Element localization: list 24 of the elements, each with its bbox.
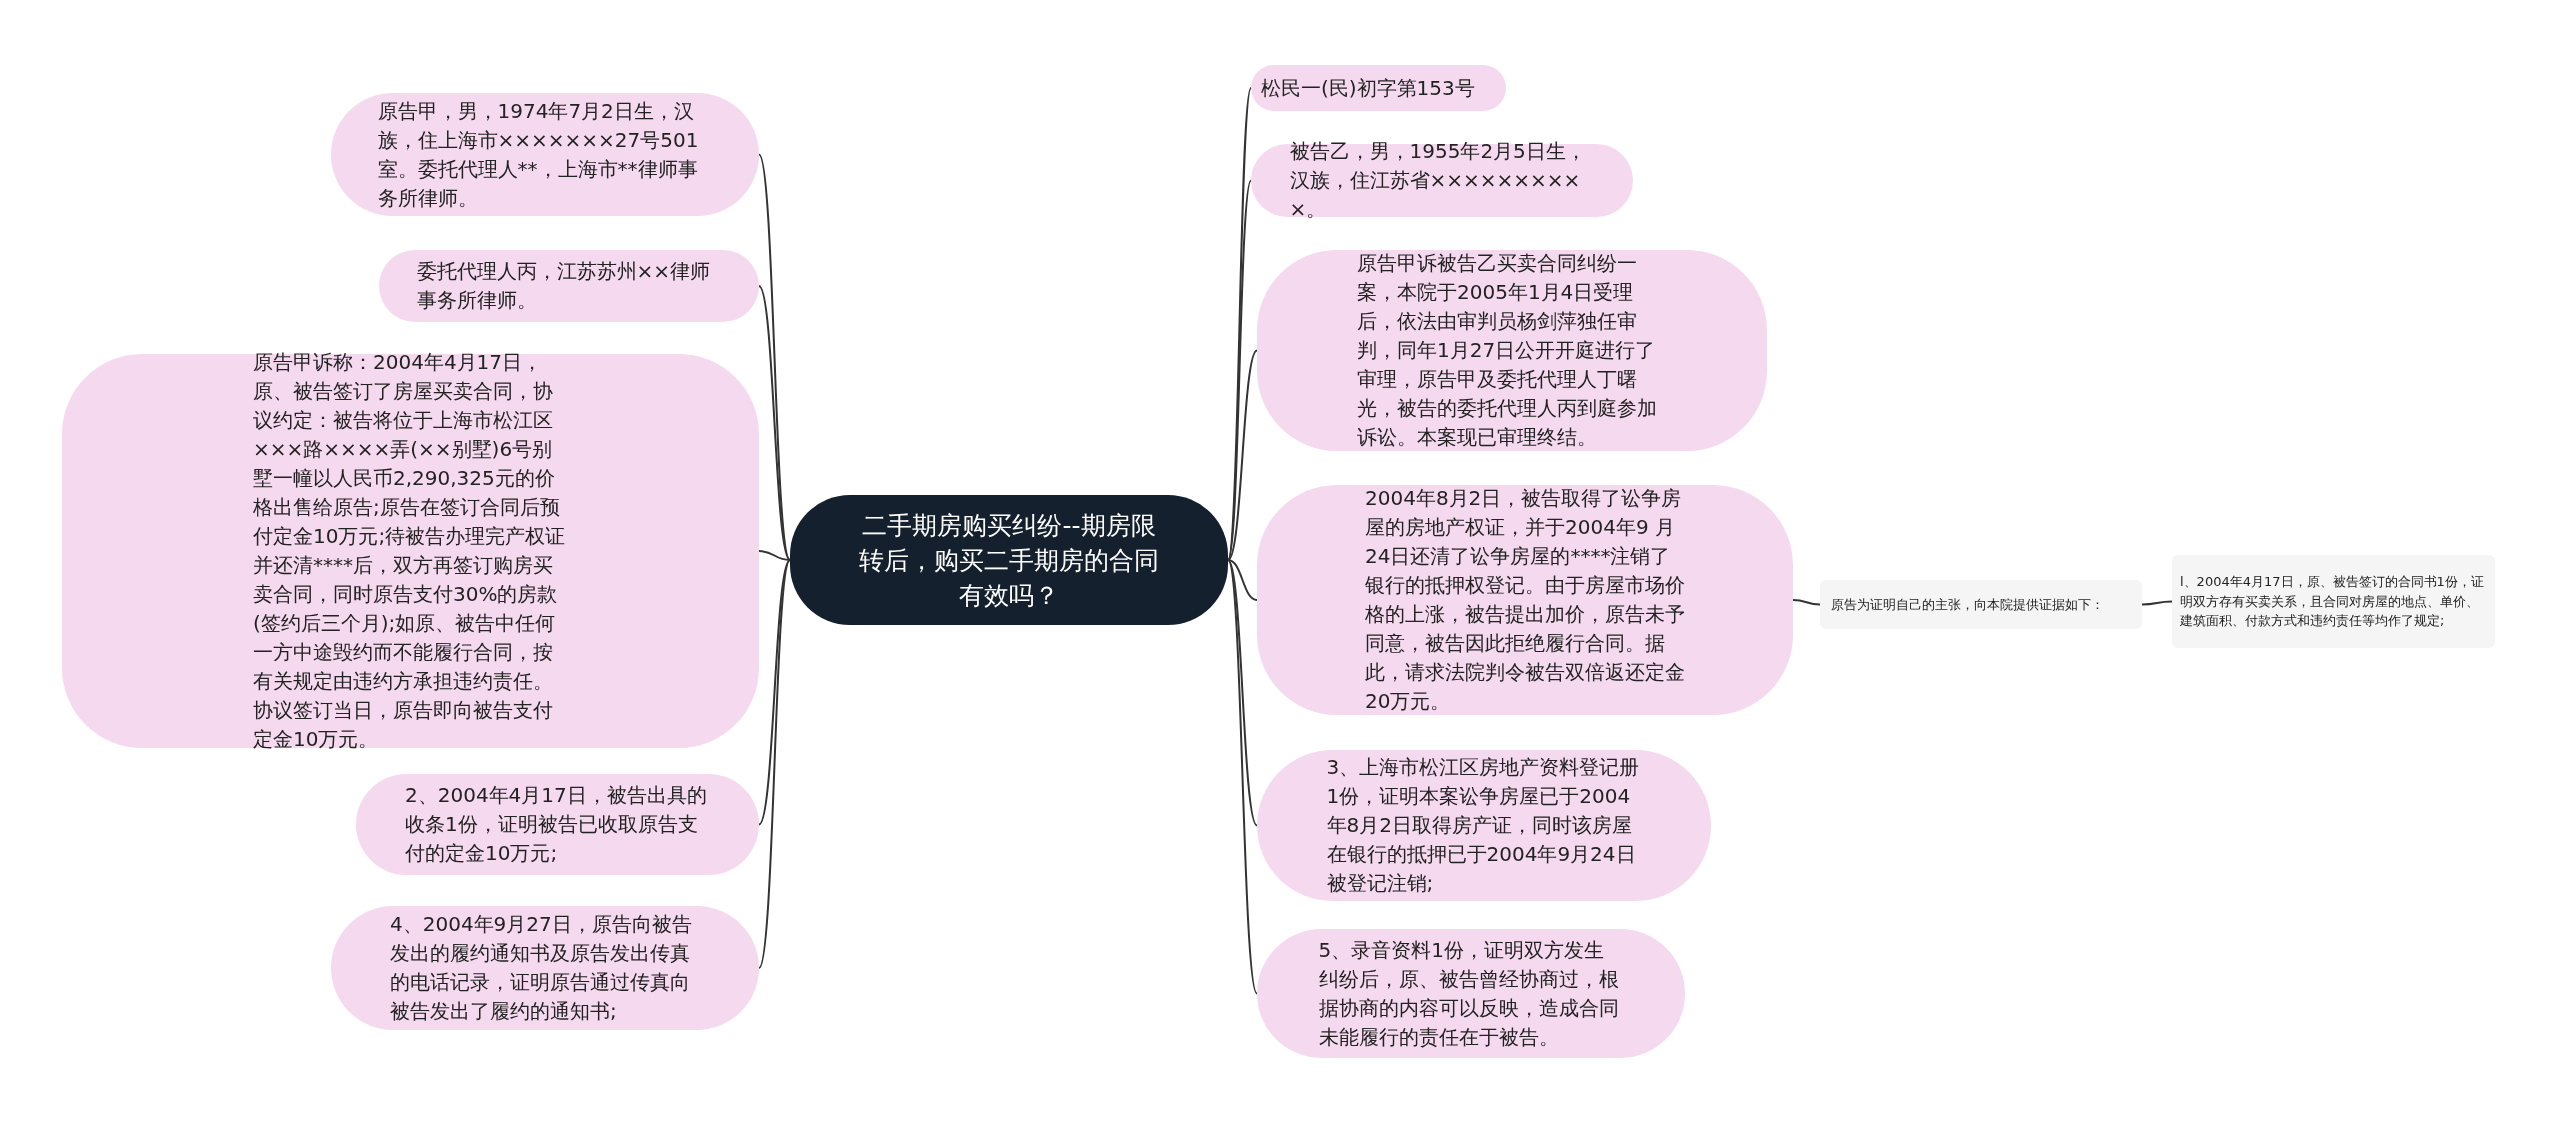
topic-bubble: 5、录音资料1份，证明双方发生纠纷后，原、被告曾经协商过，根据协商的内容可以反映，造成合同未能履行的责任在于被告。 <box>1257 929 1685 1058</box>
connector-line <box>1227 559 1258 601</box>
topic-bubble: 2、2004年4月17日，被告出具的收条1份，证明被告已收取原告支付的定金10万元; <box>356 774 759 875</box>
connector-line <box>1227 559 1258 995</box>
connector-line <box>2141 600 2173 606</box>
connector-line <box>758 559 791 826</box>
topic-bubble: 委托代理人丙，江苏苏州××律师事务所律师。 <box>379 250 759 322</box>
topic-bubble: 原告甲，男，1974年7月2日生，汉族，住上海市×××××××27号501室。委托代理人**，上海市**律师事务所律师。 <box>331 93 759 216</box>
note-box: l、2004年4月17日，原、被告签订的合同书1份，证明双方存有买卖关系，且合同对房屋的地点、单价、建筑面积、付款方式和违约责任等均作了规定; <box>2172 555 2495 648</box>
connector-line <box>758 153 791 561</box>
topic-bubble: 原告甲诉称：2004年4月17日，原、被告签订了房屋买卖合同，协议约定：被告将位于上海市松江区×××路××××弄(××别墅)6号别墅一幢以人民币2,290,325元的价格出售给原告;原告在签订合同后预付定金10万元;待被告办理完产权证并还清****后，双方再签订购房买卖合同，同时原告支付30%的房款(签约后三个月);如原、被告中任何一方中途毁约而不能履行合同，按有关规定由违约方承担违约责任。协议签订当日，原告即向被告支付定金10万元。 <box>62 354 759 748</box>
connector-line <box>758 285 791 561</box>
topic-bubble: 3、上海市松江区房地产资料登记册1份，证明本案讼争房屋已于2004年8月2日取得房产证，同时该房屋在银行的抵押已于2004年9月24日被登记注销; <box>1257 750 1711 901</box>
connector-line <box>758 559 791 969</box>
connector-line <box>1792 599 1821 606</box>
topic-bubble: 4、2004年9月27日，原告向被告发出的履约通知书及原告发出传真的电话记录，证明原告通过传真向被告发出了履约的通知书; <box>331 906 759 1030</box>
connector-line <box>1227 349 1258 561</box>
connector-line <box>758 550 791 561</box>
topic-bubble: 松民一(民)初字第153号 <box>1251 65 1506 111</box>
note-box: 原告为证明自己的主张，向本院提供证据如下： <box>1820 580 2142 629</box>
central-topic: 二手期房购买纠纷--期房限转后，购买二手期房的合同有效吗？ <box>790 495 1228 625</box>
connector-line <box>1227 559 1258 827</box>
topic-bubble: 原告甲诉被告乙买卖合同纠纷一案，本院于2005年1月4日受理后，依法由审判员杨剑萍独任审判，同年1月27日公开开庭进行了审理，原告甲及委托代理人丁曙光，被告的委托代理人丙到庭参加诉讼。本案现已审理终结。 <box>1257 250 1767 451</box>
topic-bubble: 2004年8月2日，被告取得了讼争房屋的房地产权证，并于2004年9 月24日还清了讼争房屋的****注销了银行的抵押权登记。由于房屋市场价格的上涨，被告提出加价，原告未予同意，被告因此拒绝履行合同。据此，请求法院判令被告双倍返还定金20万元。 <box>1257 485 1793 715</box>
